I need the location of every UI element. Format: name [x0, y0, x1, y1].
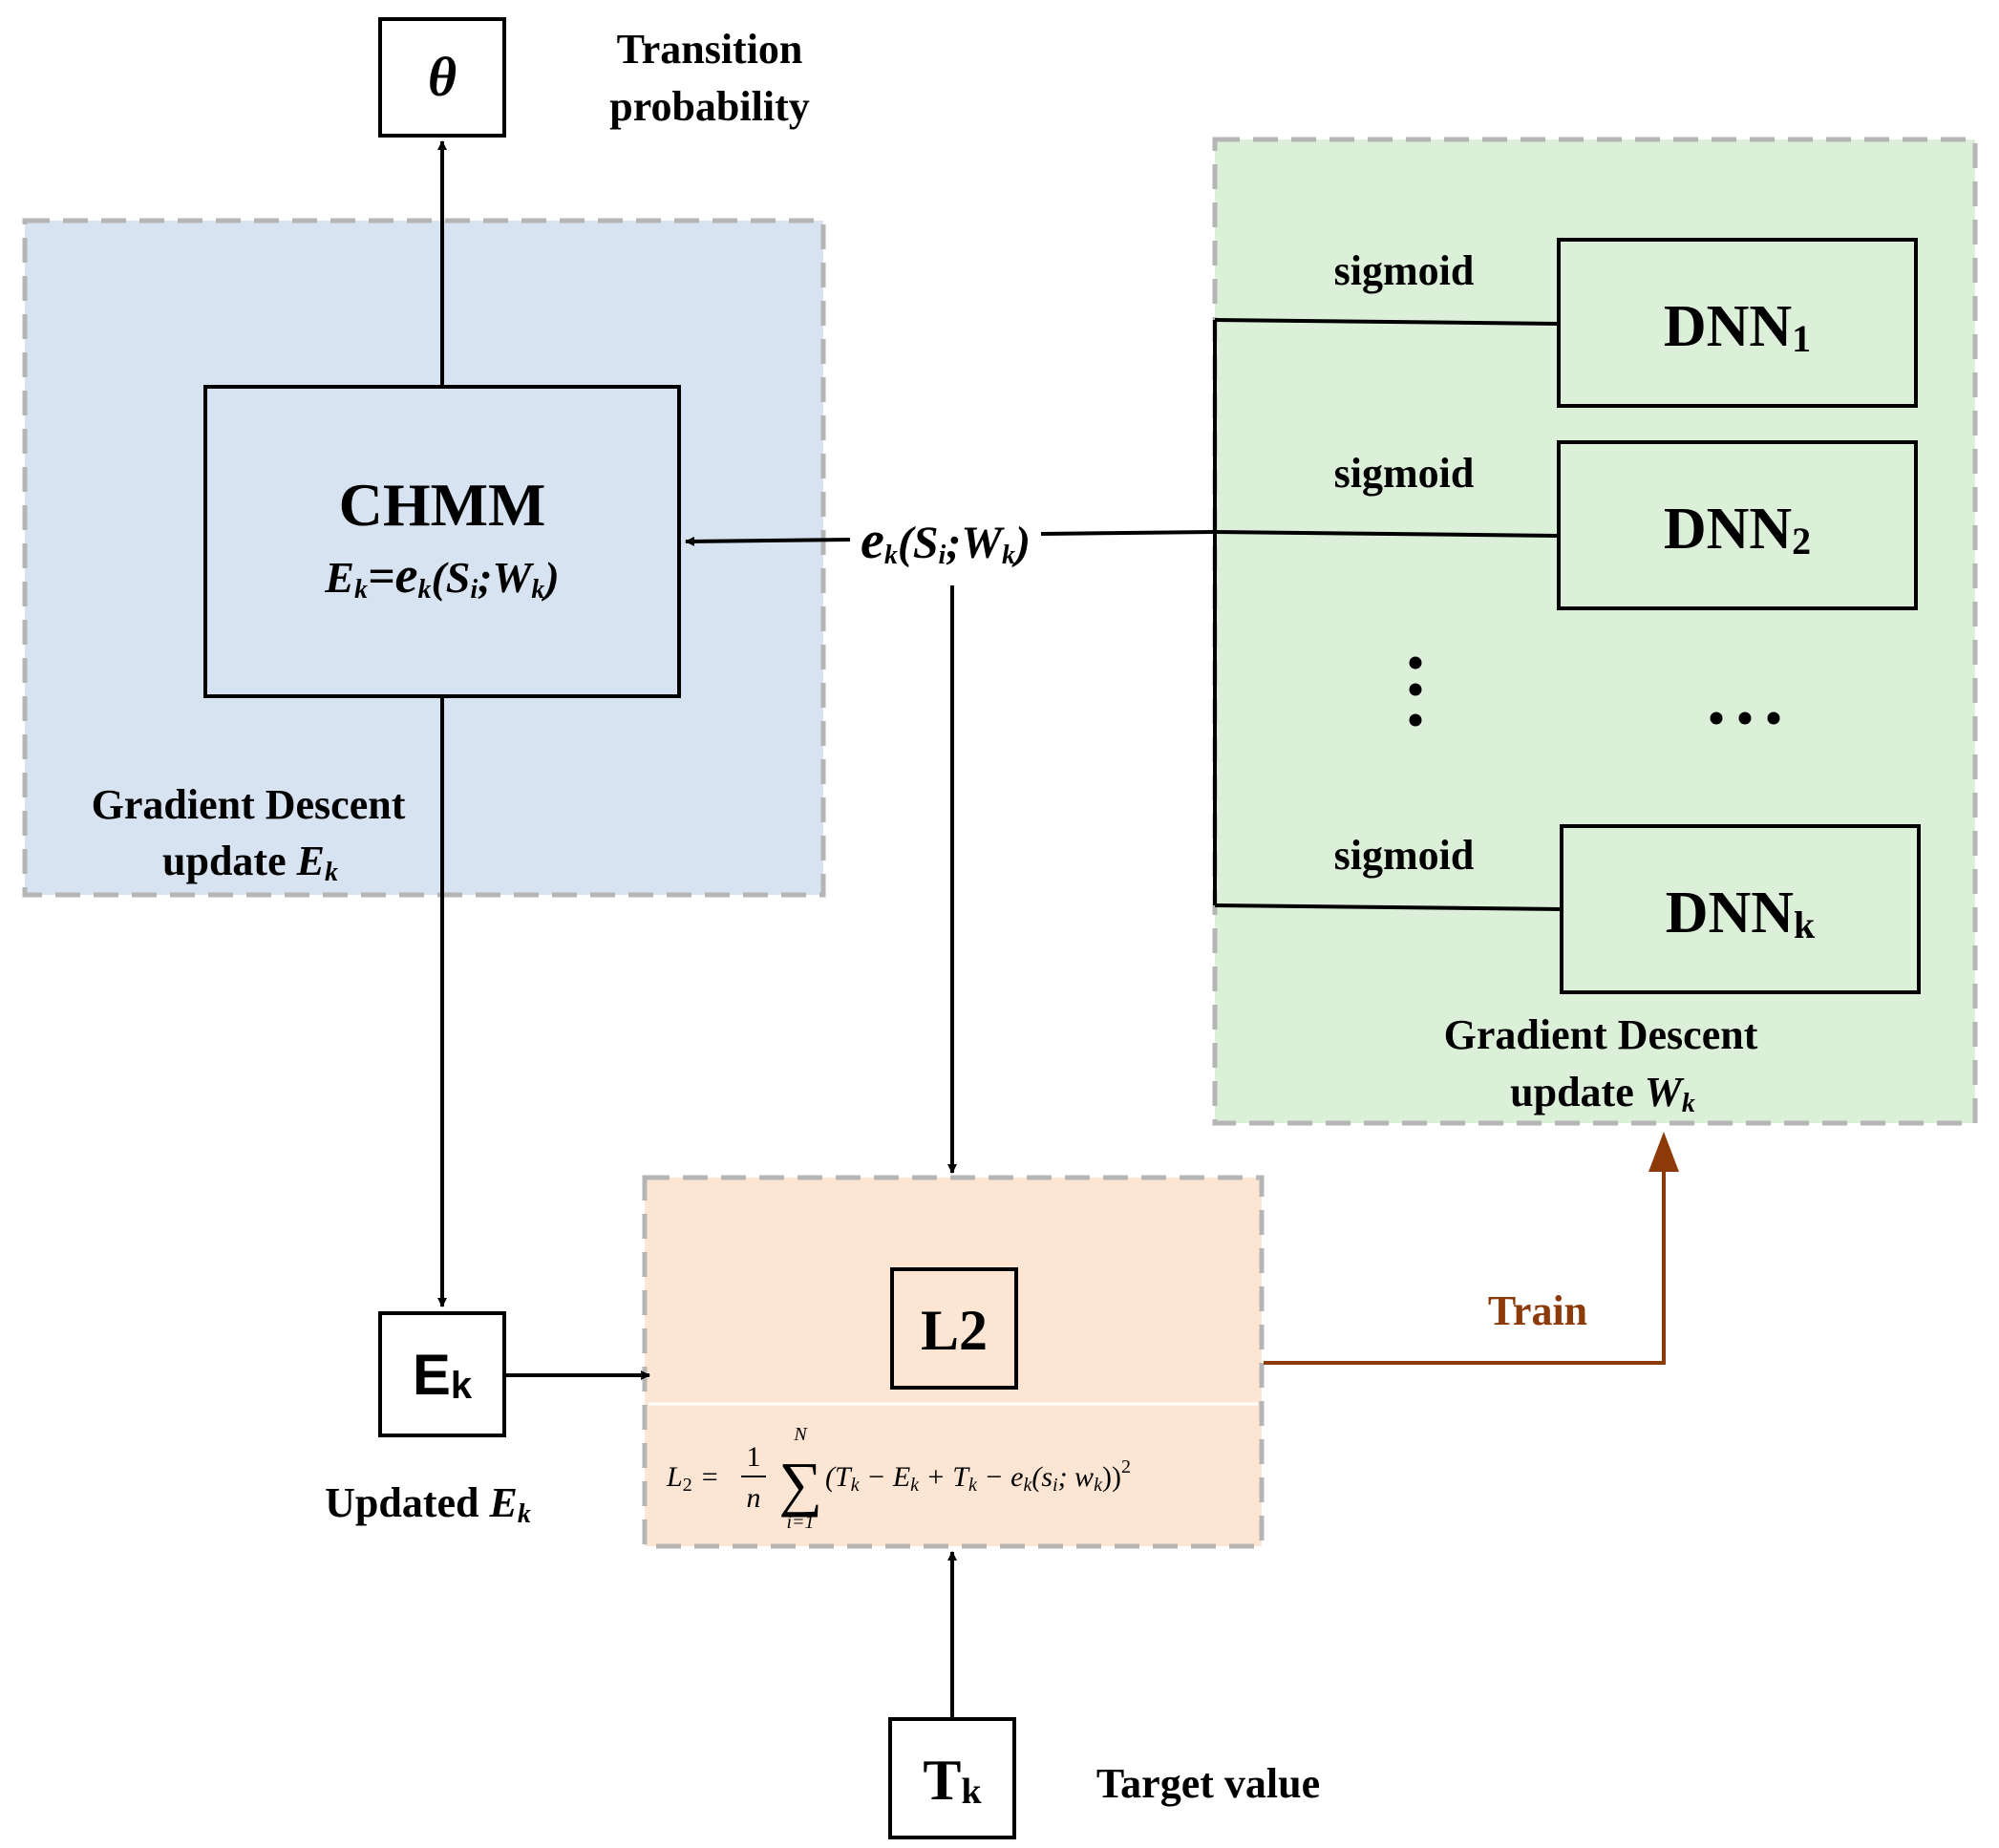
- signal-to-chmm-arrow: [685, 536, 851, 546]
- l2-formula: L2= 1 n ∑ N i=1 (Tk − Ek + Tk − ek(si; w…: [666, 1424, 1131, 1533]
- svg-text:1: 1: [747, 1441, 761, 1473]
- dnn-label-2: DNN2: [1664, 497, 1811, 563]
- bus-to-dnn2: [1214, 530, 1560, 538]
- theta-box: [378, 17, 506, 138]
- tk-box: [888, 1717, 1016, 1839]
- dnn-box-1: [1557, 238, 1918, 408]
- bus-to-signal-line: [1040, 530, 1216, 536]
- dnn-label-k: DNNk: [1666, 881, 1816, 946]
- chmm-equation: Ek=ek(Si;Wk): [324, 546, 559, 605]
- ek-label: Ek: [413, 1343, 473, 1407]
- left-region-caption-line2: update Ek: [162, 838, 338, 887]
- svg-text:i=1: i=1: [786, 1512, 814, 1533]
- theta-caption-line2: probability: [609, 83, 809, 130]
- sigmoid-label-2: sigmoid: [1334, 450, 1475, 497]
- ek-box: [378, 1311, 506, 1437]
- right-region-caption-line2: update Wk: [1510, 1069, 1695, 1118]
- updated-ek-caption: Updated Ek: [325, 1479, 531, 1529]
- horizontal-ellipsis: [1710, 712, 1780, 725]
- svg-text:N: N: [793, 1424, 808, 1445]
- dnn-box-k: [1560, 824, 1921, 994]
- dnn-box-2: [1557, 440, 1918, 610]
- tk-label: Tk: [923, 1749, 982, 1812]
- vertical-ellipsis: [1409, 656, 1422, 727]
- train-arrowhead: [1648, 1132, 1679, 1172]
- target-value-caption: Target value: [1096, 1760, 1320, 1807]
- svg-text:(Tk − Ek + Tk − ek(si; wk))2: (Tk − Ek + Tk − ek(si; wk))2: [825, 1456, 1131, 1496]
- sigmoid-label-k: sigmoid: [1334, 832, 1475, 879]
- bus-to-dnn1: [1214, 318, 1560, 326]
- signal-label: ek(Si;Wk): [861, 511, 1031, 570]
- l2-title: L2: [921, 1299, 988, 1362]
- svg-text:L2=: L2=: [666, 1461, 718, 1496]
- sigmoid-label-1: sigmoid: [1334, 247, 1475, 294]
- train-path: [1264, 1170, 1666, 1365]
- l2-box: [890, 1267, 1018, 1390]
- chmm-box: [203, 385, 681, 698]
- theta-caption-line1: Transition: [617, 26, 803, 73]
- theta-symbol: θ: [428, 46, 457, 108]
- bus-to-dnnk: [1214, 903, 1563, 911]
- left-region-caption-line1: Gradient Descent: [92, 781, 406, 828]
- svg-text:n: n: [747, 1482, 761, 1514]
- right-region-caption-line1: Gradient Descent: [1444, 1011, 1758, 1058]
- train-label: Train: [1488, 1287, 1587, 1334]
- svg-text:∑: ∑: [778, 1450, 822, 1518]
- chmm-title: CHMM: [339, 471, 546, 539]
- dnn-label-1: DNN1: [1664, 294, 1811, 360]
